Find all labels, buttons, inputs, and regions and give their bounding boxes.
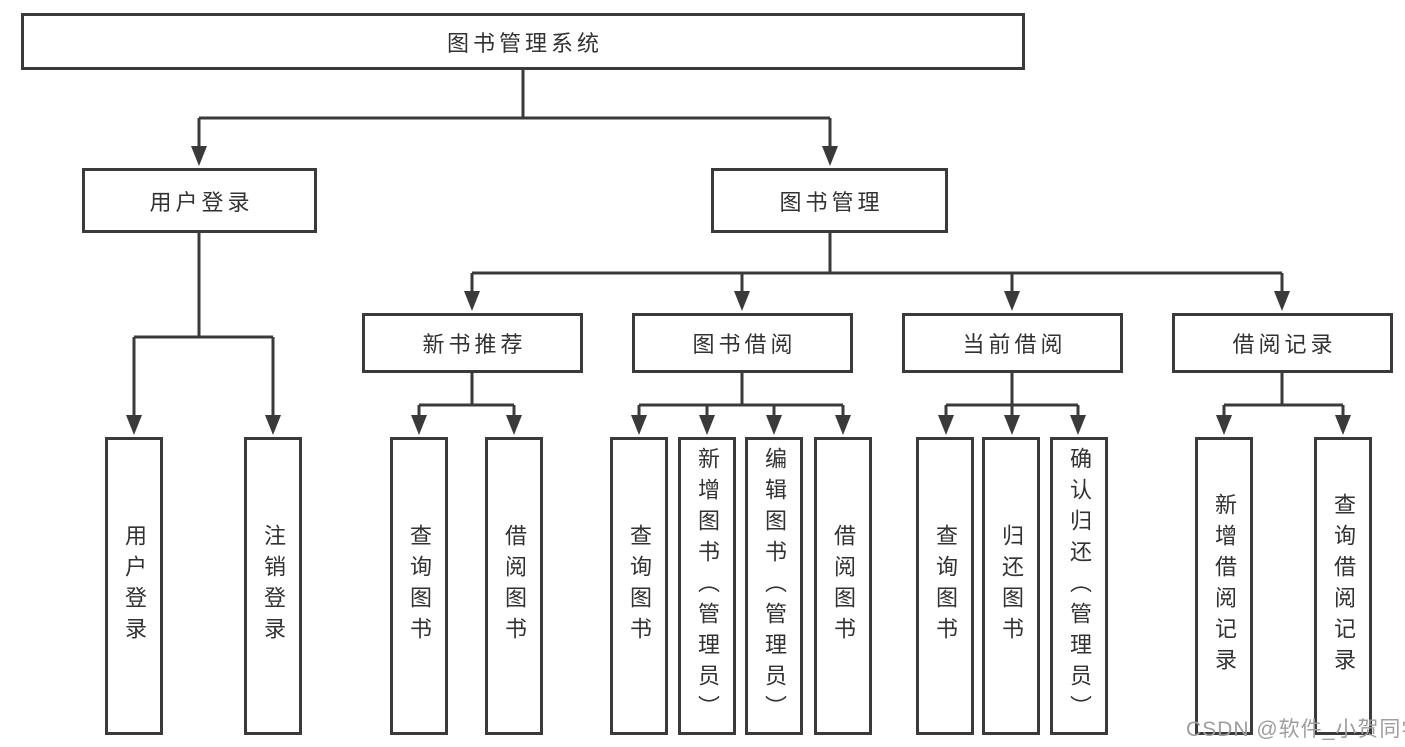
node-label: 借阅图书: [502, 524, 527, 648]
node-new-book-recommend: 新书推荐: [362, 313, 583, 373]
watermark-text: CSDN @软件_小贺同学: [1186, 718, 1405, 741]
node-label: 查询图书: [933, 524, 958, 648]
node-label: 新增借阅记录: [1212, 493, 1237, 679]
node-label: 图书借阅: [692, 332, 797, 357]
leaf-add-books-admin: 新增图书（管理员）: [678, 437, 736, 735]
node-label: 借阅记录: [1232, 332, 1337, 357]
node-label: 图书管理: [779, 189, 884, 215]
node-label: 借阅图书: [831, 524, 856, 648]
leaf-user-login: 用户登录: [105, 437, 163, 735]
node-label: 用户登录: [122, 524, 147, 648]
node-label: 确认归还（管理员）: [1067, 446, 1092, 726]
leaf-query-books-borrowing: 查询图书: [610, 437, 668, 735]
node-borrowing-records: 借阅记录: [1172, 313, 1393, 373]
node-label: 查询借阅记录: [1331, 493, 1356, 679]
node-label: 查询图书: [627, 524, 652, 648]
node-user-login: 用户登录: [82, 168, 317, 233]
leaf-return-books: 归还图书: [982, 437, 1040, 735]
node-label: 归还图书: [999, 524, 1024, 648]
node-label: 当前借阅: [962, 332, 1067, 357]
node-label: 注销登录: [261, 524, 286, 648]
node-label: 图书管理系统: [446, 30, 603, 56]
node-label: 新书推荐: [422, 332, 527, 357]
node-label: 编辑图书（管理员）: [762, 446, 787, 726]
leaf-query-books-current: 查询图书: [916, 437, 974, 735]
leaf-borrow-books: 借阅图书: [814, 437, 872, 735]
arrowheads: [126, 146, 1351, 435]
leaf-borrow-books-recommend: 借阅图书: [485, 437, 543, 735]
leaf-query-borrow-record: 查询借阅记录: [1314, 437, 1372, 735]
leaf-query-books-recommend: 查询图书: [390, 437, 448, 735]
node-label: 用户登录: [149, 189, 254, 215]
node-label: 新增图书（管理员）: [695, 446, 720, 726]
leaf-logout: 注销登录: [244, 437, 302, 735]
leaf-add-borrow-record: 新增借阅记录: [1195, 437, 1253, 735]
leaf-confirm-return-admin: 确认归还（管理员）: [1050, 437, 1108, 735]
node-book-management: 图书管理: [711, 168, 948, 233]
node-library-management-system: 图书管理系统: [21, 13, 1025, 70]
node-label: 查询图书: [407, 524, 432, 648]
node-current-borrowing: 当前借阅: [902, 313, 1123, 373]
node-book-borrowing: 图书借阅: [632, 313, 853, 373]
leaf-edit-books-admin: 编辑图书（管理员）: [745, 437, 803, 735]
